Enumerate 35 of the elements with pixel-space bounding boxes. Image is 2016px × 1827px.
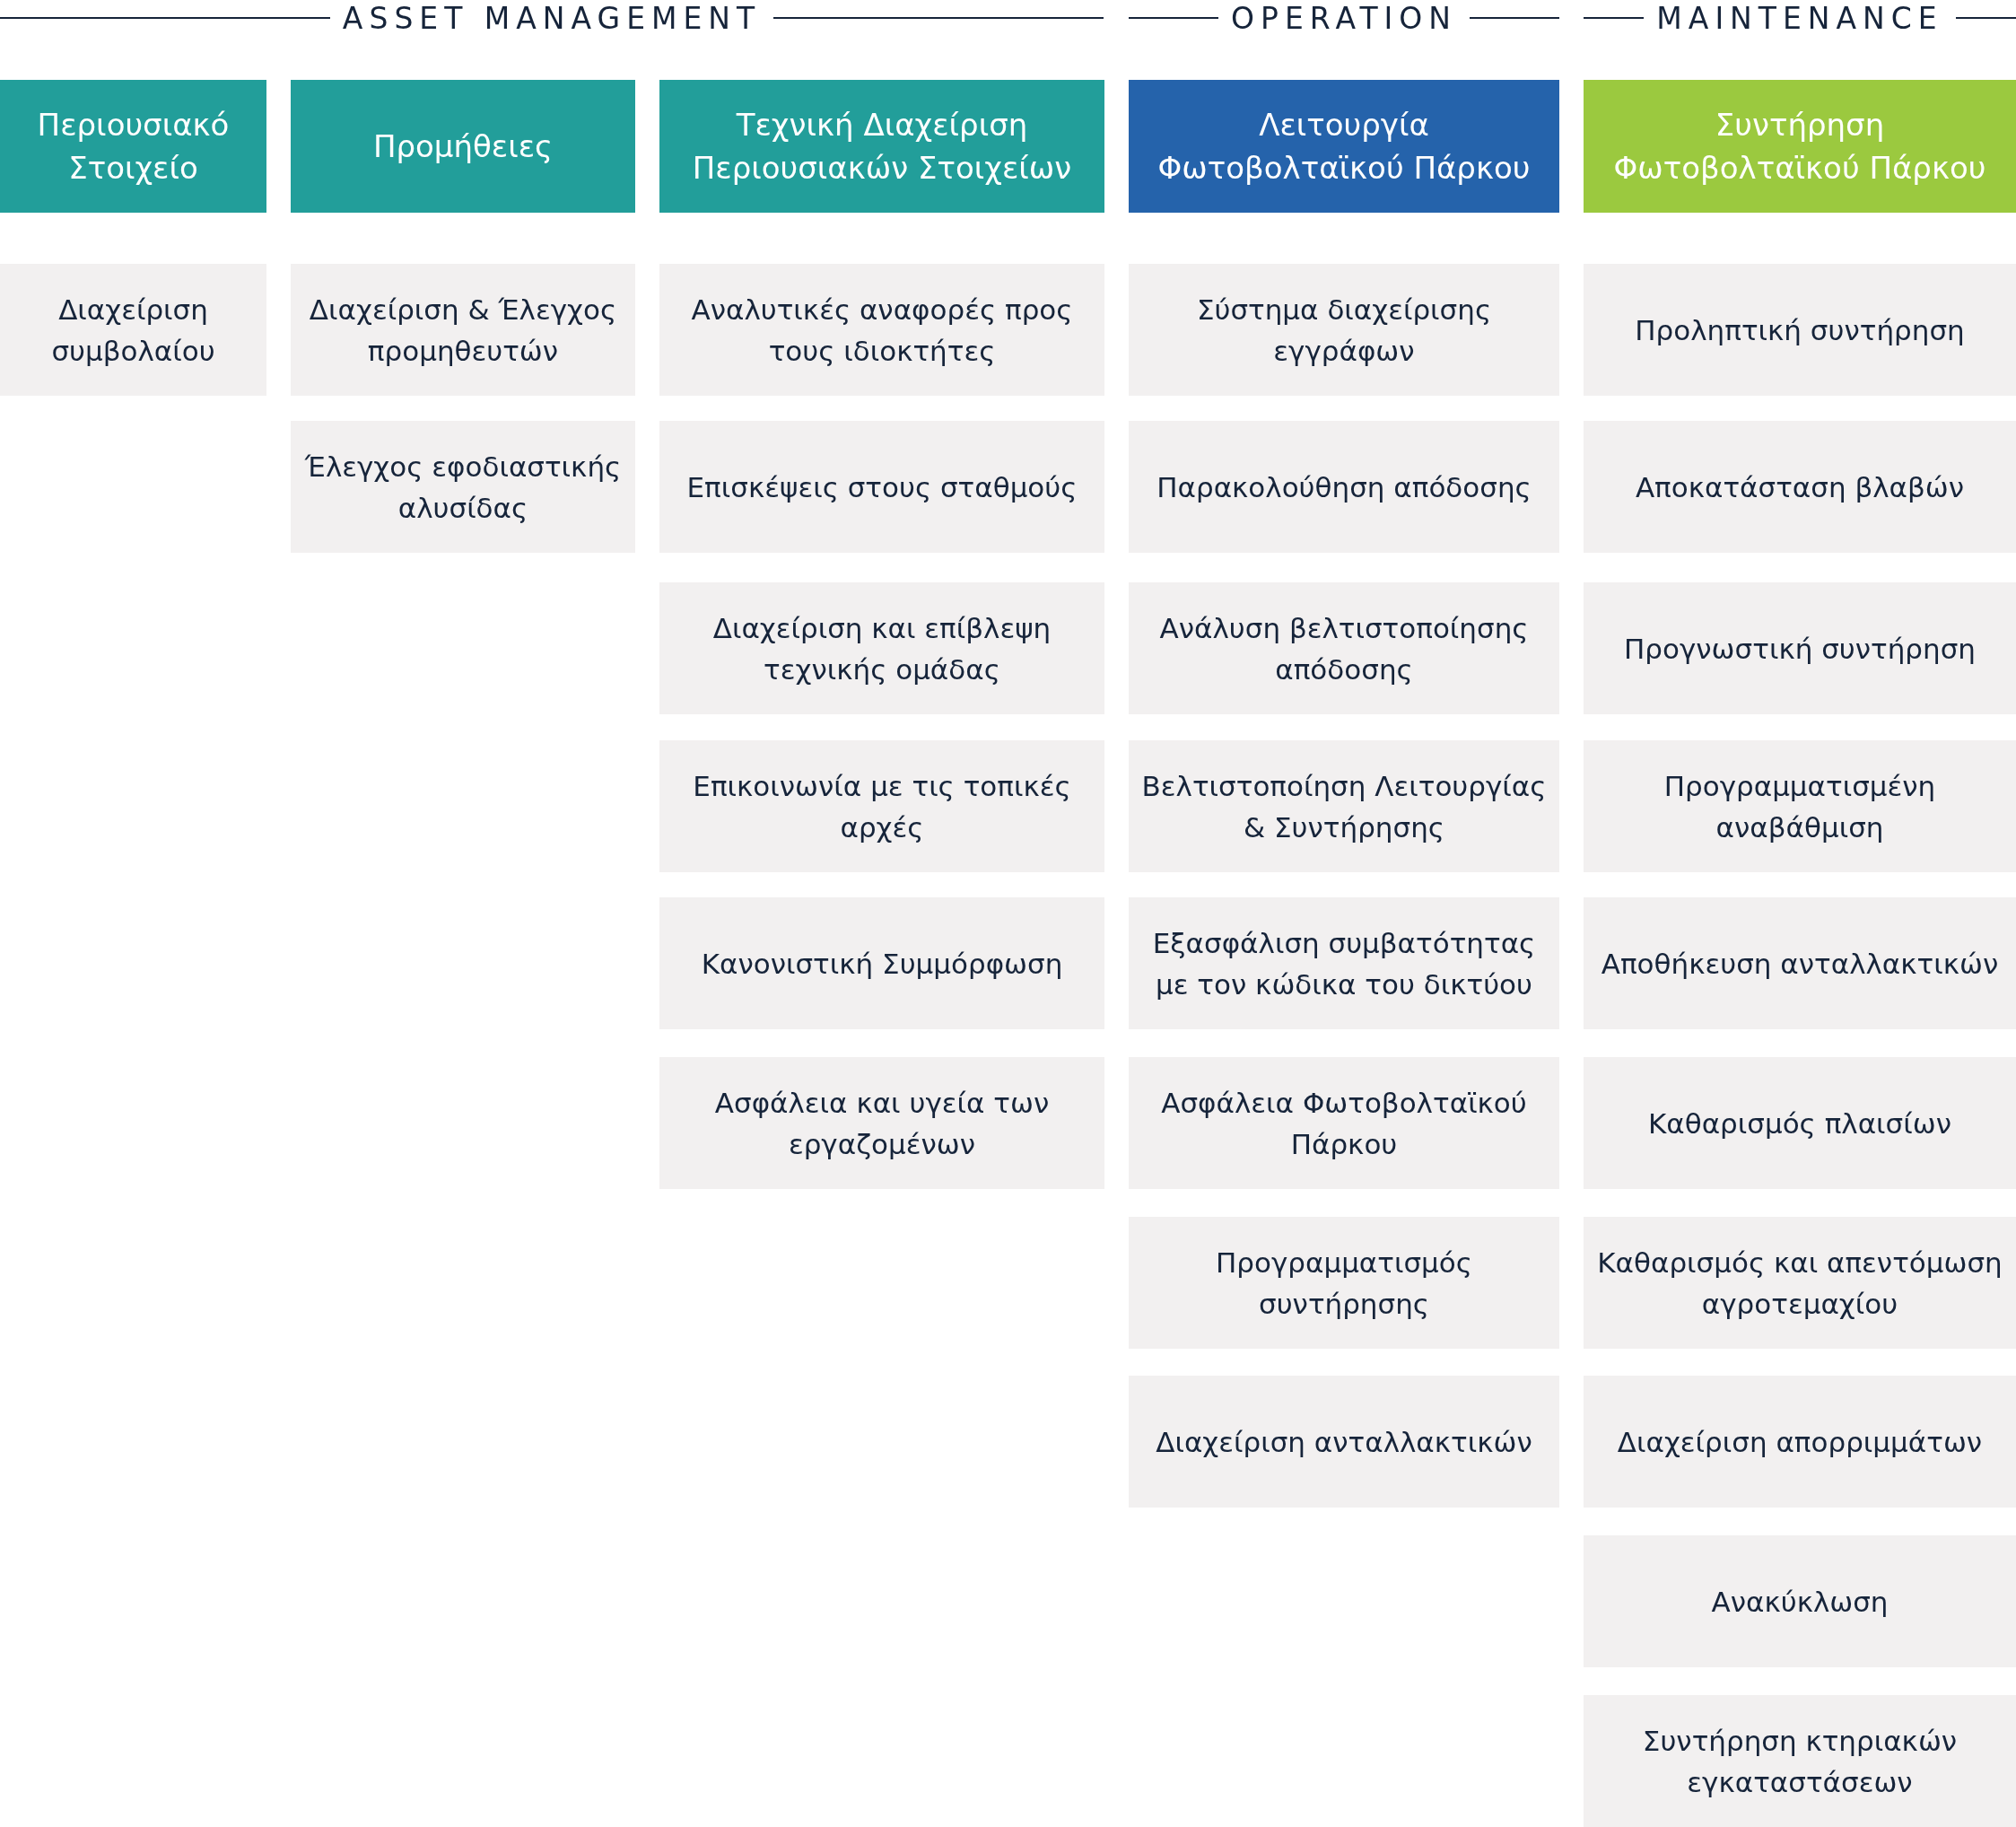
task-box: Αναλυτικές αναφορές προς τους ιδιοκτήτες <box>659 264 1104 396</box>
task-box: Κανονιστική Συμμόρφωση <box>659 897 1104 1029</box>
task-box: Έλεγχος εφοδιαστικής αλυσίδας <box>291 421 635 553</box>
task-box: Καθαρισμός πλαισίων <box>1584 1057 2016 1189</box>
task-box: Παρακολούθηση απόδοσης <box>1129 421 1559 553</box>
task-box: Ανακύκλωση <box>1584 1535 2016 1667</box>
task-box: Ασφάλεια και υγεία των εργαζομένων <box>659 1057 1104 1189</box>
task-box: Προγνωστική συντήρηση <box>1584 582 2016 714</box>
task-box: Διαχείριση και επίβλεψη τεχνικής ομάδας <box>659 582 1104 714</box>
task-box: Συντήρηση κτηριακών εγκαταστάσεων <box>1584 1695 2016 1827</box>
section-heading: MAINTENANCE <box>1655 0 1944 36</box>
task-box: Καθαρισμός και απεντόμωση αγροτεμαχίου <box>1584 1217 2016 1349</box>
task-box: Διαχείριση & Έλεγχος προμηθευτών <box>291 264 635 396</box>
task-box: Διαχείριση συμβολαίου <box>0 264 266 396</box>
task-box: Αποκατάσταση βλαβών <box>1584 421 2016 553</box>
section-heading: OPERATION <box>1230 0 1458 36</box>
task-box: Αποθήκευση ανταλλακτικών <box>1584 897 2016 1029</box>
column-header: Περιουσιακό Στοιχείο <box>0 80 266 213</box>
task-box: Διαχείριση ανταλλακτικών <box>1129 1376 1559 1508</box>
task-box: Προγραμματισμένη αναβάθμιση <box>1584 740 2016 872</box>
task-box: Βελτιστοποίηση Λειτουργίας & Συντήρησης <box>1129 740 1559 872</box>
task-box: Προληπτική συντήρηση <box>1584 264 2016 396</box>
task-box: Επικοινωνία με τις τοπικές αρχές <box>659 740 1104 872</box>
task-box: Σύστημα διαχείρισης εγγράφων <box>1129 264 1559 396</box>
task-box: Ανάλυση βελτιστοποίησης απόδοσης <box>1129 582 1559 714</box>
column-header: Συντήρηση Φωτοβολταϊκού Πάρκου <box>1584 80 2016 213</box>
task-box: Ασφάλεια Φωτοβολταϊκού Πάρκου <box>1129 1057 1559 1189</box>
column-header: Προμήθειες <box>291 80 635 213</box>
task-box: Επισκέψεις στους σταθμούς <box>659 421 1104 553</box>
task-box: Εξασφάλιση συμβατότητας με τον κώδικα του δικτύου <box>1129 897 1559 1029</box>
section-heading: ASSET MANAGEMENT <box>341 0 763 36</box>
task-box: Διαχείριση απορριμμάτων <box>1584 1376 2016 1508</box>
task-box: Προγραμματισμός συντήρησης <box>1129 1217 1559 1349</box>
column-header: Λειτουργία Φωτοβολταϊκού Πάρκου <box>1129 80 1559 213</box>
column-header: Τεχνική Διαχείριση Περιουσιακών Στοιχείων <box>659 80 1104 213</box>
